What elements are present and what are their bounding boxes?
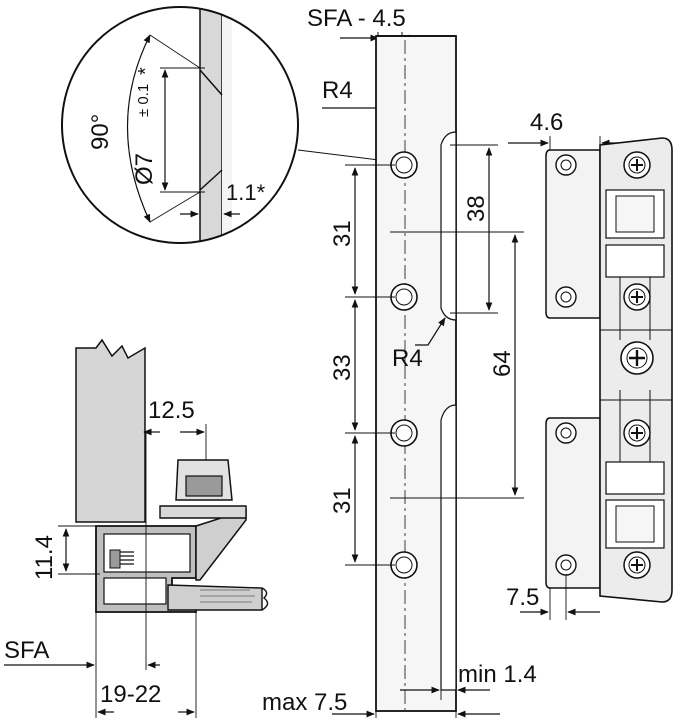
screw-icon <box>623 419 651 447</box>
plate-hole <box>390 283 418 311</box>
label-angle: 90° <box>87 114 114 150</box>
label-d33: 33 <box>329 354 356 381</box>
label-min1-4: min 1.4 <box>458 661 537 688</box>
label-four-six: 4.6 <box>530 109 563 136</box>
label-d7-5: 7.5 <box>506 584 539 611</box>
label-max7-5: max 7.5 <box>262 689 347 716</box>
label-one-one: 1.1* <box>226 180 266 205</box>
plate-hole <box>390 419 418 447</box>
detail-circle: 90° Ø7 ± 0.1 * 1.1* <box>61 6 396 244</box>
label-d31-bot: 31 <box>329 487 356 514</box>
screw-icon <box>623 551 651 579</box>
label-dia-tol: ± 0.1 <box>135 84 152 117</box>
vertical-plate <box>375 35 457 712</box>
label-r4-top: R4 <box>322 77 353 104</box>
cross-section: 12.5 11.4 SFA 19-22 <box>4 338 269 718</box>
screw-icon <box>623 283 651 311</box>
label-sfa-minus: SFA - 4.5 <box>307 5 406 32</box>
label-dia-main: Ø7 <box>131 153 158 185</box>
adjust-screw-icon <box>620 341 654 375</box>
label-d19-22: 19-22 <box>100 681 161 708</box>
screw-icon <box>623 151 651 179</box>
label-d38: 38 <box>463 195 490 222</box>
label-sfa: SFA <box>4 637 49 664</box>
plate-dimensions: 31 33 31 38 64 R4 min 1.4 max 7.5 <box>262 144 537 718</box>
label-r4-mid: R4 <box>392 345 423 372</box>
label-d31-top: 31 <box>329 220 356 247</box>
label-dia-star: * <box>135 67 157 75</box>
label-d11-4: 11.4 <box>31 535 58 580</box>
hinge-front-view: 4.6 7.5 <box>506 109 673 620</box>
label-d12-5: 12.5 <box>148 397 195 424</box>
label-d64: 64 <box>489 350 516 377</box>
spring-icon <box>109 549 134 569</box>
